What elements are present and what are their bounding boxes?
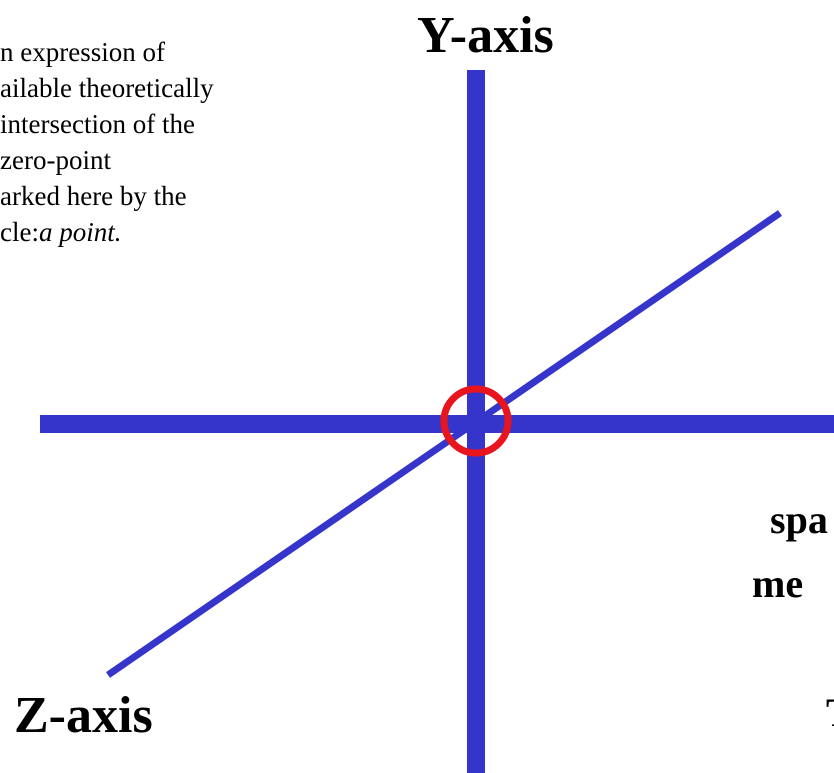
caption-text: n expression of ailable theoretically in…	[0, 34, 340, 250]
origin-marker	[440, 385, 512, 457]
side-text-fragment: me	[752, 561, 804, 606]
side-text-fragment: spa	[770, 497, 828, 542]
caption-last-prefix: cle:	[0, 217, 39, 247]
caption-line-last: cle:a point.	[0, 214, 340, 250]
caption-line: n expression of	[0, 37, 165, 67]
caption-emphasis: a point.	[38, 217, 122, 247]
caption-line: intersection of the	[0, 109, 195, 139]
z-axis-label: Z-axis	[14, 687, 153, 744]
z-axis-line	[106, 210, 782, 678]
side-text-fragment: T	[826, 693, 834, 733]
y-axis-label: Y-axis	[417, 7, 554, 64]
caption-line: arked here by the	[0, 181, 187, 211]
caption-line: zero-point	[0, 145, 111, 175]
caption-line: ailable theoretically	[0, 73, 214, 103]
